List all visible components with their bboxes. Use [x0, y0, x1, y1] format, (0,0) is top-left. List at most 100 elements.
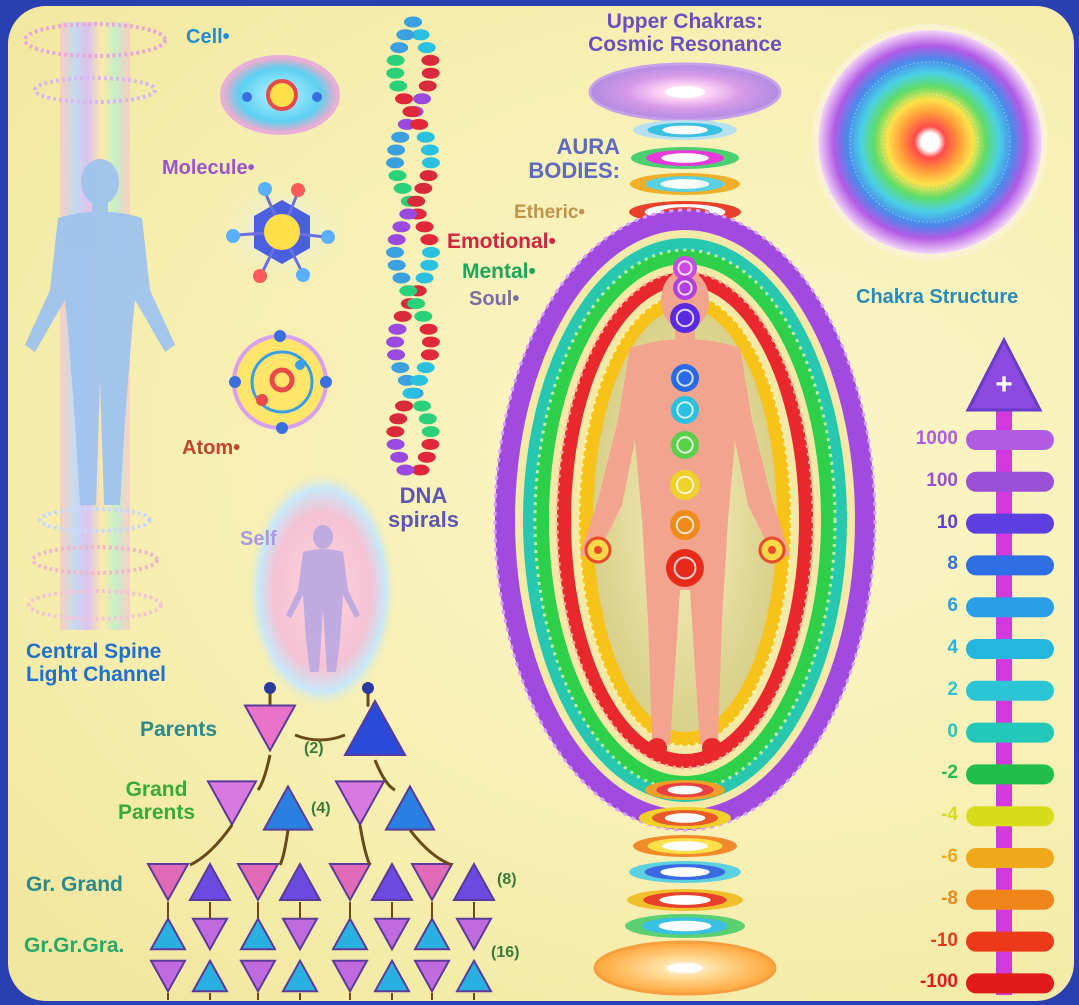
hand-spiral-left — [584, 536, 612, 564]
tree-connector — [189, 824, 234, 867]
dna-bead — [386, 426, 405, 438]
scale-bar — [966, 973, 1054, 994]
dna-bead — [422, 246, 440, 258]
dna-bead — [415, 221, 434, 233]
dna-bead — [419, 323, 438, 335]
dna-bead — [392, 272, 411, 284]
dna-bead — [420, 349, 439, 361]
dna-bead — [396, 464, 415, 476]
male-triangle — [413, 916, 451, 951]
label-atom: Atom• — [182, 437, 241, 459]
dna-bead — [386, 246, 404, 258]
dna-bead — [397, 374, 416, 386]
female-triangle — [191, 917, 229, 952]
lower-chakra-disc — [660, 867, 710, 877]
dna-bead — [413, 93, 431, 105]
male-triangle — [373, 958, 411, 993]
label-grand-parents: Grand Parents — [118, 778, 196, 825]
dna-bead — [421, 438, 440, 450]
dna-bead — [391, 362, 410, 374]
dna-bead — [388, 170, 407, 182]
body-chakra-ring — [675, 308, 695, 328]
female-triangle — [413, 959, 451, 994]
scale-level-label: 6 — [947, 595, 958, 617]
dna-bead — [389, 413, 408, 425]
dna-bead — [387, 144, 406, 156]
male-triangle — [191, 958, 229, 993]
scale-level-label: -6 — [941, 846, 958, 867]
dna-bead — [413, 400, 431, 412]
scale-bars — [966, 430, 1054, 994]
lower-chakra-disc — [593, 940, 777, 996]
dna-bead — [418, 413, 437, 425]
scale-level-label: 4 — [947, 637, 958, 658]
lower-chakra-disc — [658, 920, 712, 932]
female-triangle — [239, 959, 277, 994]
dna-bead — [402, 387, 421, 399]
scale-plus-symbol: + — [995, 368, 1013, 401]
body-chakra-ring — [677, 260, 693, 276]
dna-bead — [387, 349, 406, 361]
dna-bead — [393, 310, 412, 322]
scale-level-label: -100 — [919, 971, 958, 993]
female-triangle — [146, 863, 190, 903]
female-triangle — [243, 704, 297, 753]
tree-connector — [294, 733, 346, 742]
female-triangle — [236, 863, 280, 903]
label-soul: Soul• — [469, 288, 520, 310]
tree-connector — [256, 754, 272, 791]
dna-bead — [395, 400, 413, 412]
dna-bead — [421, 336, 440, 348]
tree-connector — [358, 824, 372, 866]
tree-node — [264, 682, 276, 694]
male-triangle — [370, 861, 414, 901]
dna-bead — [407, 298, 426, 310]
body-chakra-ring — [676, 401, 694, 419]
scale-level-label: 100 — [926, 469, 958, 491]
male-triangle — [331, 916, 369, 951]
label-cell: Cell• — [186, 26, 230, 48]
dna-bead — [410, 118, 429, 130]
dna-bead — [421, 54, 440, 66]
female-triangle — [455, 917, 493, 952]
scale-level-label: 2 — [947, 678, 958, 700]
scale-level-label: 10 — [936, 511, 958, 533]
label-etheric: Etheric• — [514, 202, 586, 223]
molecule-illustration — [226, 182, 335, 283]
dna-bead — [395, 93, 413, 105]
upper-chakra-disc — [588, 62, 782, 122]
dna-bead — [396, 29, 415, 41]
tree-connector — [373, 759, 396, 792]
tree-connector — [278, 829, 290, 866]
upper-chakra-disc — [662, 125, 708, 135]
male-triangle — [188, 861, 232, 901]
body-chakra — [670, 510, 700, 540]
dna-bead — [416, 362, 435, 374]
count-parents: (2) — [304, 740, 324, 757]
dna-bead — [387, 234, 406, 246]
atom-illustration — [229, 330, 332, 434]
dna-bead — [391, 131, 410, 143]
spine-rings — [23, 22, 167, 621]
scale-bar — [966, 764, 1054, 785]
dna-bead — [411, 464, 430, 476]
count-gr-grand: (8) — [497, 871, 517, 888]
body-chakra — [671, 431, 699, 459]
label-molecule: Molecule• — [162, 157, 255, 179]
body-chakra — [673, 256, 697, 280]
scale-level-label: -2 — [941, 762, 958, 784]
scale-bar — [966, 471, 1054, 492]
scale-level-label: -4 — [941, 804, 958, 826]
scale-level-label: -10 — [930, 929, 958, 951]
dna-bead — [414, 182, 433, 194]
male-triangle — [343, 698, 407, 756]
lower-chakra-disc — [662, 841, 708, 851]
label-central-spine: Central Spine Light Channel — [26, 640, 166, 687]
body-chakra-ring — [676, 436, 694, 454]
scale-bar — [966, 430, 1054, 450]
dna-bead — [397, 118, 416, 130]
scale-level-label: 0 — [947, 720, 958, 742]
scale-bar — [966, 931, 1054, 952]
label-parents: Parents — [140, 718, 218, 741]
